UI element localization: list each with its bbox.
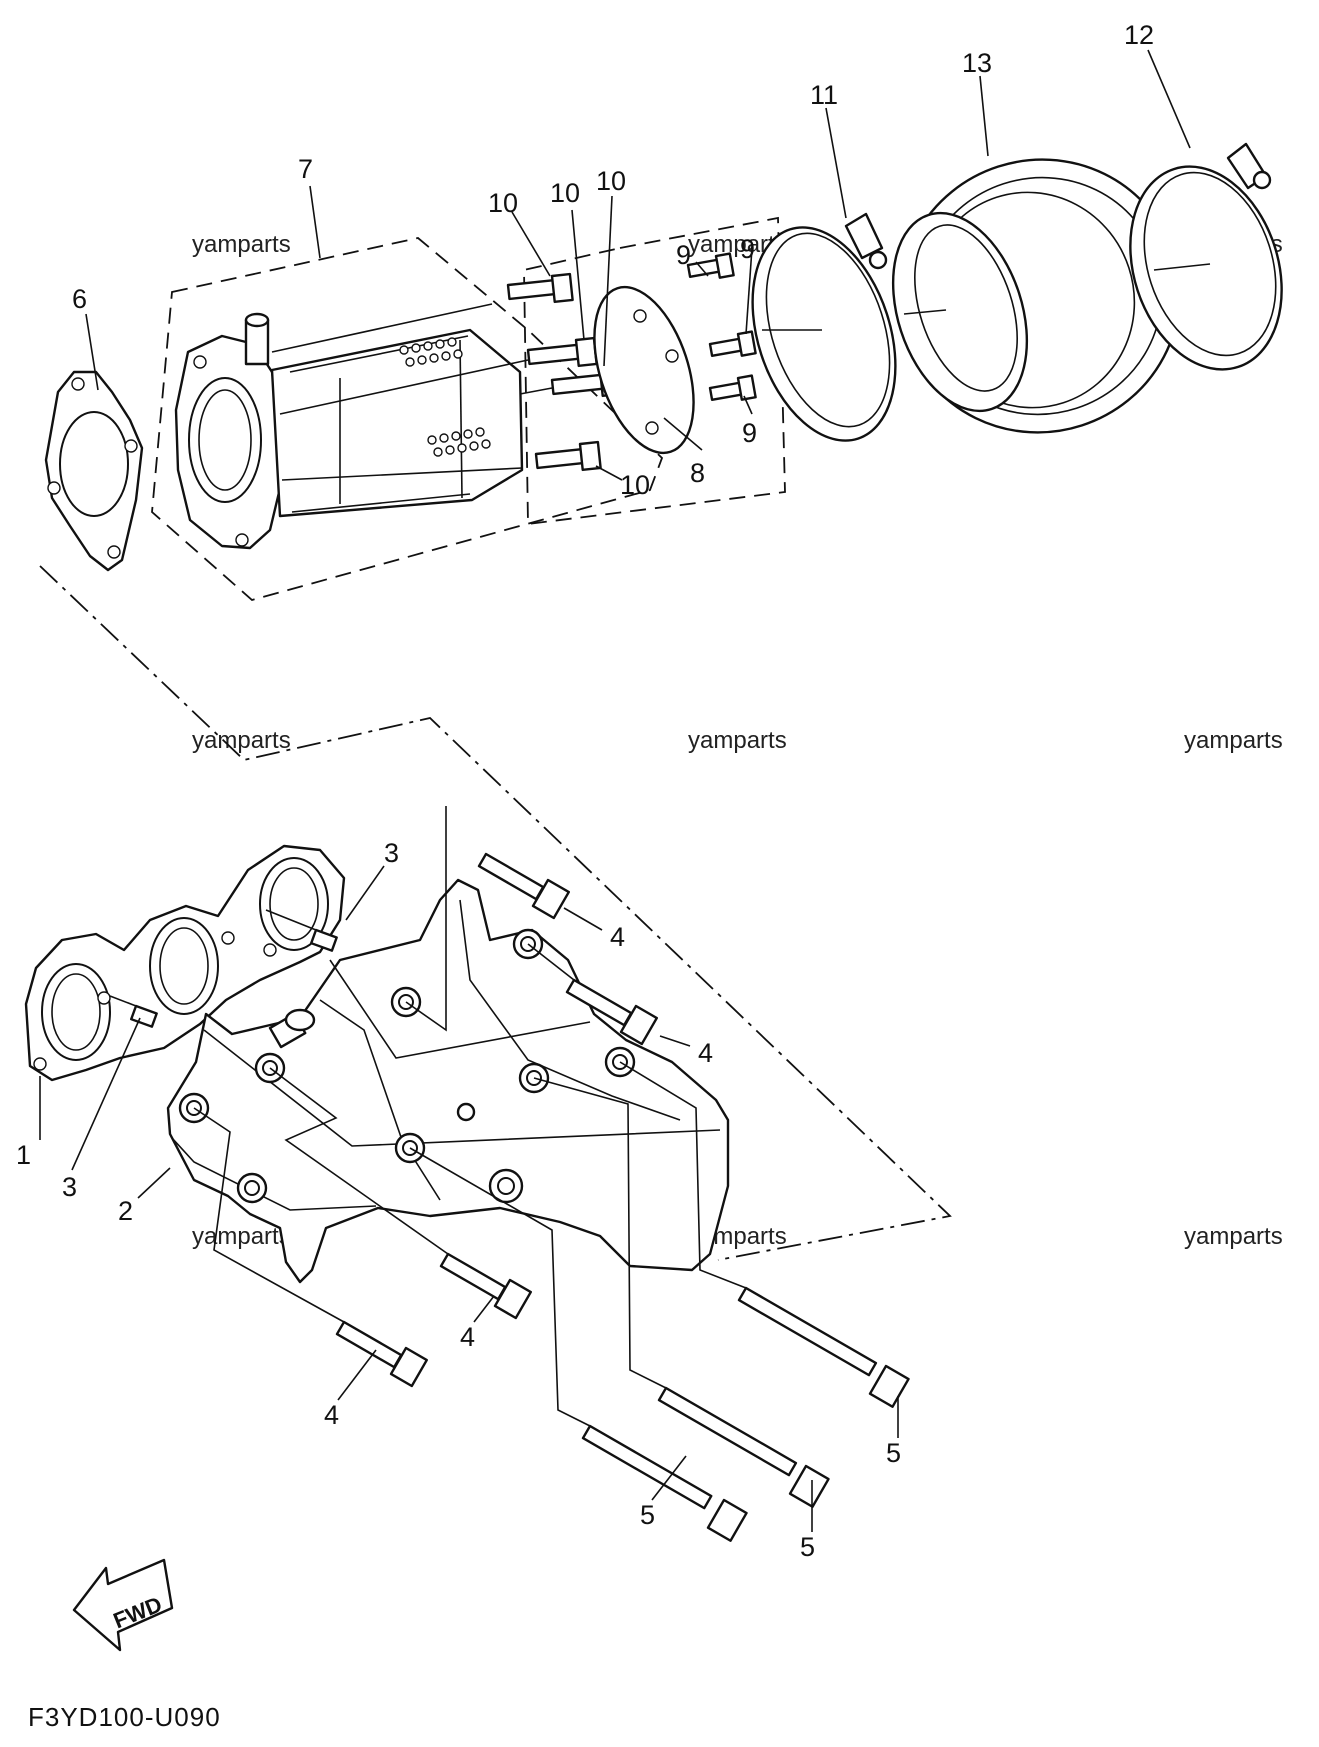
screws-part-9 — [686, 252, 757, 402]
hose-clamp-part-11 — [751, 212, 897, 442]
watermark: yamparts — [192, 231, 291, 258]
callout-4: 4 — [324, 1400, 339, 1430]
callout-9: 9 — [740, 234, 755, 264]
bolts-part-4 — [193, 806, 658, 1388]
screw-9-3 — [708, 374, 757, 402]
bolt-4-2 — [527, 943, 658, 1046]
figure-code: F3YD100-U090 — [28, 1702, 221, 1732]
callout-leaders — [39, 49, 1191, 1532]
dowel-pin-3-2 — [109, 995, 158, 1028]
dowel-pin-3-1 — [265, 909, 338, 952]
manifold-gasket-part-1 — [24, 844, 346, 1082]
callout-7: 7 — [298, 154, 313, 184]
bolts-part-10 — [271, 272, 622, 481]
callout-5: 5 — [800, 1532, 815, 1562]
bolt-4-3 — [269, 1067, 532, 1320]
callout-6: 6 — [72, 284, 87, 314]
callout-4: 4 — [610, 922, 625, 952]
exhaust-pipe-part-7 — [174, 312, 524, 550]
callout-10: 10 — [550, 178, 580, 208]
callout-9: 9 — [742, 418, 757, 448]
callout-5: 5 — [886, 1438, 901, 1468]
callout-9: 9 — [676, 240, 691, 270]
gasket-part-6 — [44, 370, 144, 572]
bolt-5-3 — [619, 1061, 910, 1408]
callout-4: 4 — [460, 1322, 475, 1352]
callout-2: 2 — [118, 1196, 133, 1226]
bolt-10-4 — [281, 440, 602, 481]
callout-4: 4 — [698, 1038, 713, 1068]
watermark: yamparts — [192, 727, 291, 754]
watermark: yamparts — [688, 727, 787, 754]
callouts: 7 6 10 10 10 10 9 9 9 8 11 13 12 3 3 1 2… — [16, 20, 1154, 1562]
callout-12: 12 — [1124, 20, 1154, 50]
assembly-boundaries — [39, 216, 952, 1261]
perforations — [399, 337, 491, 457]
watermark: yamparts — [1184, 1223, 1283, 1250]
callout-1: 1 — [16, 1140, 31, 1170]
callout-5: 5 — [640, 1500, 655, 1530]
callout-10: 10 — [488, 188, 518, 218]
bolt-4-1 — [405, 806, 570, 1032]
callout-11: 11 — [810, 80, 838, 110]
callout-8: 8 — [690, 458, 705, 488]
watermark: yamparts — [1184, 727, 1283, 754]
forward-direction-arrow: FWD — [72, 1558, 174, 1652]
callout-3: 3 — [384, 838, 399, 868]
watermark: yamparts — [192, 1223, 291, 1250]
callout-10: 10 — [596, 166, 626, 196]
bolt-10-1 — [271, 272, 574, 353]
bolt-5-1 — [409, 1147, 748, 1542]
cover-plate-part-8 — [593, 285, 695, 455]
hose-clamp-part-12 — [1129, 142, 1283, 371]
bolt-5-2 — [533, 1077, 830, 1508]
dowel-pins-part-3 — [109, 909, 338, 1028]
screw-9-1 — [686, 252, 735, 279]
callout-3: 3 — [62, 1172, 77, 1202]
bolts-part-5 — [409, 1061, 910, 1542]
screw-9-2 — [708, 330, 757, 358]
bolt-4-4 — [193, 1107, 428, 1388]
bolt-10-2 — [279, 336, 598, 415]
callout-10: 10 — [620, 470, 650, 500]
callout-13: 13 — [962, 48, 992, 78]
